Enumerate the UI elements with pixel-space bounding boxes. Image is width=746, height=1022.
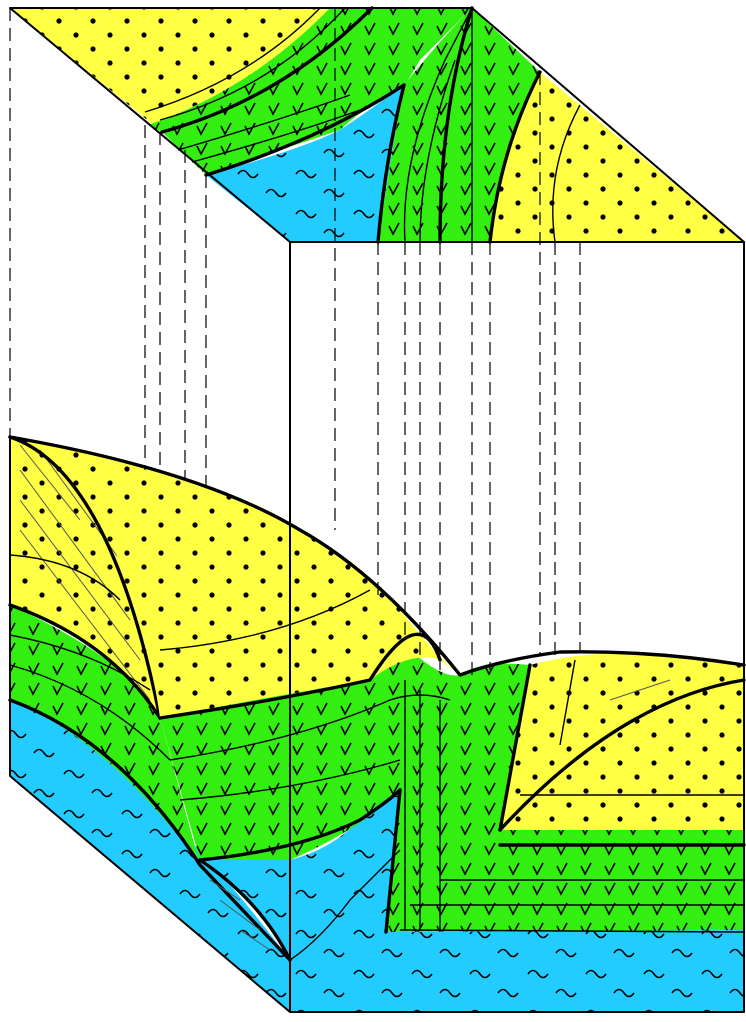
map-view [10,8,744,242]
